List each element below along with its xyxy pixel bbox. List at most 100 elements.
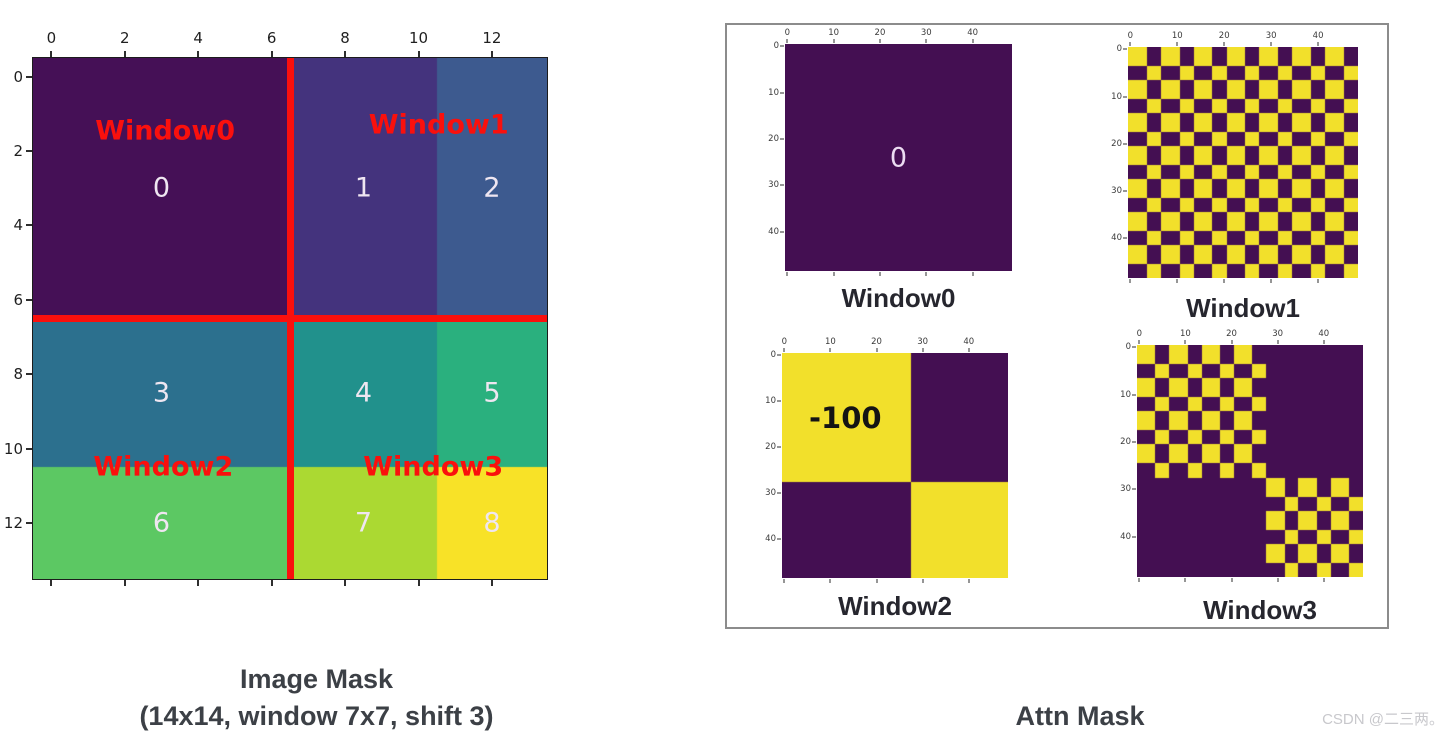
tick-mark <box>777 446 781 448</box>
tick-mark <box>1184 340 1186 344</box>
tick-mark <box>344 580 347 586</box>
tick-mark <box>1323 340 1325 344</box>
value-label: 0 <box>152 172 171 204</box>
x-tick-label: 0 <box>46 29 57 47</box>
x-tick-label: 30 <box>917 337 929 347</box>
tick-mark <box>1132 536 1136 538</box>
tick-mark <box>925 39 927 43</box>
tick-mark <box>829 579 831 583</box>
y-tick-label: 2 <box>13 142 23 161</box>
x-tick-label: 30 <box>1272 329 1284 339</box>
x-tick-label: 12 <box>482 29 502 47</box>
tick-mark <box>1123 48 1127 50</box>
y-tick-label: 0 <box>773 41 779 52</box>
tick-mark <box>925 272 927 276</box>
watermark: CSDN @二三两。 <box>1322 711 1444 728</box>
shift-boundary-horizontal-line <box>33 315 547 322</box>
attn-mask-window0-title: Window0 <box>841 283 956 313</box>
y-tick-label: 20 <box>1120 437 1131 448</box>
tick-mark <box>879 272 881 276</box>
tick-mark <box>1132 488 1136 490</box>
tick-mark <box>1176 42 1178 46</box>
y-tick-label: 12 <box>3 514 23 533</box>
tick-mark <box>786 272 788 276</box>
attn-mask-window3-heatmap <box>1137 345 1363 577</box>
x-tick-label: 10 <box>825 337 836 347</box>
x-tick-label: 4 <box>193 29 203 47</box>
attn-mask-window2-title: Window2 <box>838 591 952 621</box>
tick-mark <box>197 580 200 586</box>
image-mask-caption-title: Image Mask <box>239 664 394 694</box>
value-label: 4 <box>354 377 373 409</box>
tick-mark <box>1270 279 1272 283</box>
x-tick-label: 20 <box>874 28 886 38</box>
y-tick-label: 10 <box>765 396 776 407</box>
tick-mark <box>1132 394 1136 396</box>
tick-mark <box>270 51 273 57</box>
tick-mark <box>780 92 784 94</box>
tick-mark <box>1317 279 1319 283</box>
x-tick-label: 30 <box>1265 31 1277 41</box>
tick-mark <box>1277 340 1279 344</box>
tick-mark <box>922 348 924 352</box>
x-tick-label: 40 <box>1312 31 1324 41</box>
y-tick-label: 0 <box>1116 44 1122 55</box>
tick-mark <box>417 51 420 57</box>
tick-mark <box>1123 237 1127 239</box>
tick-mark <box>972 272 974 276</box>
tick-mark <box>1277 578 1279 582</box>
window-name-label: Window3 <box>363 451 504 483</box>
tick-mark <box>1132 441 1136 443</box>
x-tick-label: 10 <box>408 29 429 47</box>
tick-mark <box>417 580 420 586</box>
y-tick-label: 6 <box>13 290 23 309</box>
tick-mark <box>833 39 835 43</box>
x-tick-label: 10 <box>828 28 840 38</box>
tick-mark <box>1223 279 1225 283</box>
value-label: 7 <box>354 507 373 539</box>
tick-mark <box>26 298 32 301</box>
tick-mark <box>1323 578 1325 582</box>
x-tick-label: 40 <box>967 28 979 38</box>
tick-mark <box>1123 143 1127 145</box>
window-name-label: Window0 <box>95 115 236 147</box>
tick-mark <box>780 184 784 186</box>
tick-mark <box>26 75 32 78</box>
y-tick-label: 40 <box>1111 232 1122 243</box>
x-tick-label: 0 <box>1136 329 1143 339</box>
tick-mark <box>26 224 32 227</box>
y-tick-label: 4 <box>13 216 23 235</box>
tick-mark <box>786 39 788 43</box>
attn-mask-caption: Attn Mask <box>1015 701 1145 731</box>
tick-mark <box>922 579 924 583</box>
tick-mark <box>783 348 785 352</box>
tick-mark <box>26 150 32 153</box>
attn-mask-window1-title: Window1 <box>1186 293 1300 323</box>
x-tick-label: 0 <box>1127 31 1134 41</box>
tick-mark <box>1129 42 1131 46</box>
tick-mark <box>1223 42 1225 46</box>
attn-mask-window1-heatmap <box>1128 47 1358 278</box>
tick-mark <box>344 51 347 57</box>
x-tick-label: 20 <box>871 337 882 347</box>
y-tick-label: 10 <box>1111 91 1122 102</box>
tick-mark <box>1129 279 1131 283</box>
value-label: 1 <box>354 172 373 204</box>
tick-mark <box>123 580 126 586</box>
value-label: 3 <box>152 377 171 409</box>
value-label: 6 <box>152 507 171 539</box>
value-label: 8 <box>483 507 501 539</box>
y-tick-label: 20 <box>765 442 776 453</box>
y-tick-label: 0 <box>13 67 23 86</box>
attn-mask-window0-heatmap <box>785 44 1012 271</box>
tick-mark <box>123 51 126 57</box>
tick-mark <box>780 138 784 140</box>
x-tick-label: 8 <box>340 29 350 47</box>
y-tick-label: 30 <box>765 488 776 499</box>
window-name-label: Window2 <box>93 451 234 483</box>
tick-mark <box>1231 578 1233 582</box>
tick-mark <box>876 348 878 352</box>
